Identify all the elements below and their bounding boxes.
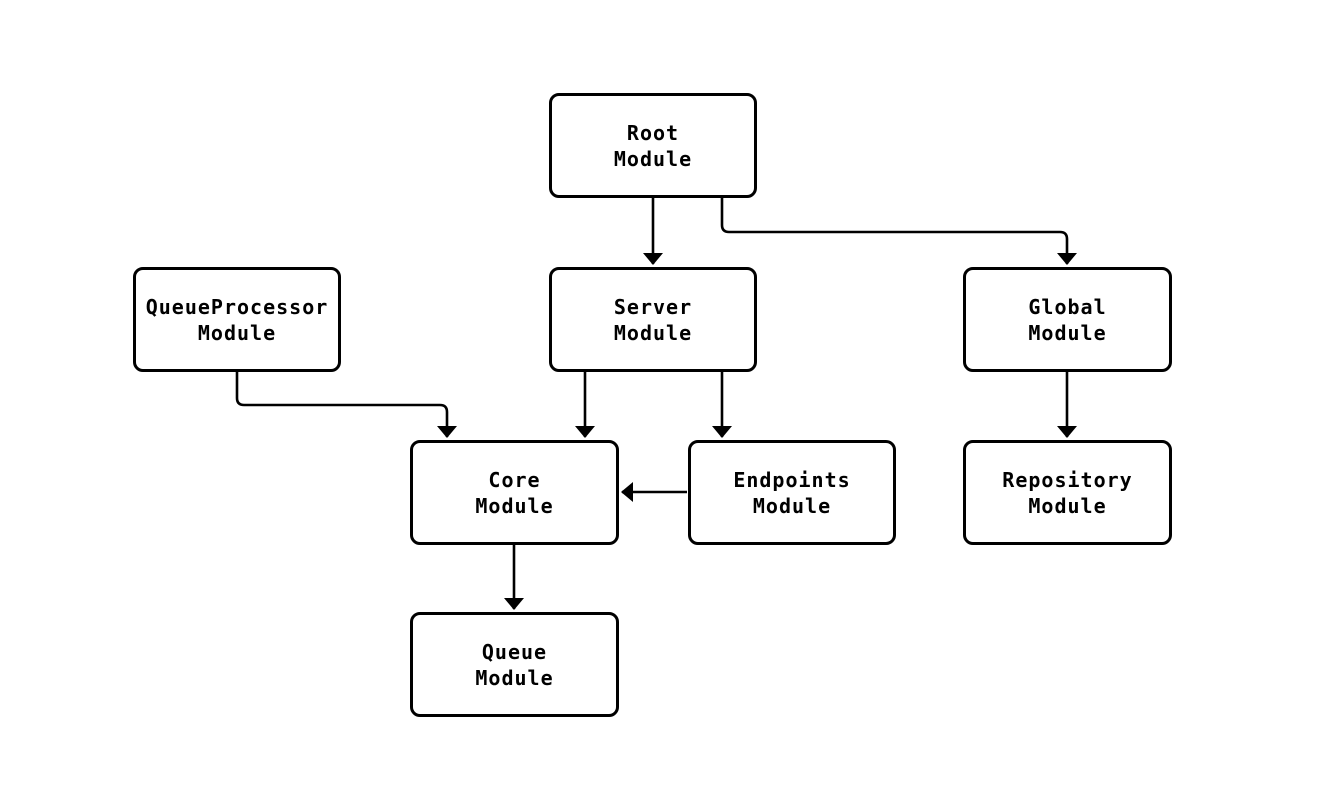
node-label-line: Endpoints xyxy=(733,467,851,492)
node-label-line: Root xyxy=(626,120,680,145)
node-label-line: Module xyxy=(613,146,693,171)
node-label-line: Server xyxy=(613,294,693,319)
node-label-line: QueueProcessor xyxy=(145,294,329,319)
node-label-line: Core xyxy=(488,467,541,492)
node-queueprocessor-module: QueueProcessor Module xyxy=(133,267,341,372)
node-label-line: Queue xyxy=(481,639,548,664)
node-queue-module: Queue Module xyxy=(410,612,619,717)
edge-queueprocessor-to-core xyxy=(235,372,457,438)
node-label-line: Global xyxy=(1028,294,1107,319)
node-label-line: Module xyxy=(752,493,832,518)
node-endpoints-module: Endpoints Module xyxy=(688,440,896,545)
node-label-line: Module xyxy=(613,320,693,345)
node-label-line: Module xyxy=(1028,320,1107,345)
node-server-module: Server Module xyxy=(549,267,757,372)
node-repository-module: Repository Module xyxy=(963,440,1172,545)
node-label-line: Module xyxy=(475,493,554,518)
node-label-line: Module xyxy=(475,665,554,690)
node-label-line: Module xyxy=(1028,493,1107,518)
node-label-line: Repository xyxy=(1002,467,1133,492)
node-root-module: Root Module xyxy=(549,93,757,198)
node-global-module: Global Module xyxy=(963,267,1172,372)
node-core-module: Core Module xyxy=(410,440,619,545)
edge-root-to-global xyxy=(720,198,1077,265)
node-label-line: Module xyxy=(197,320,277,345)
